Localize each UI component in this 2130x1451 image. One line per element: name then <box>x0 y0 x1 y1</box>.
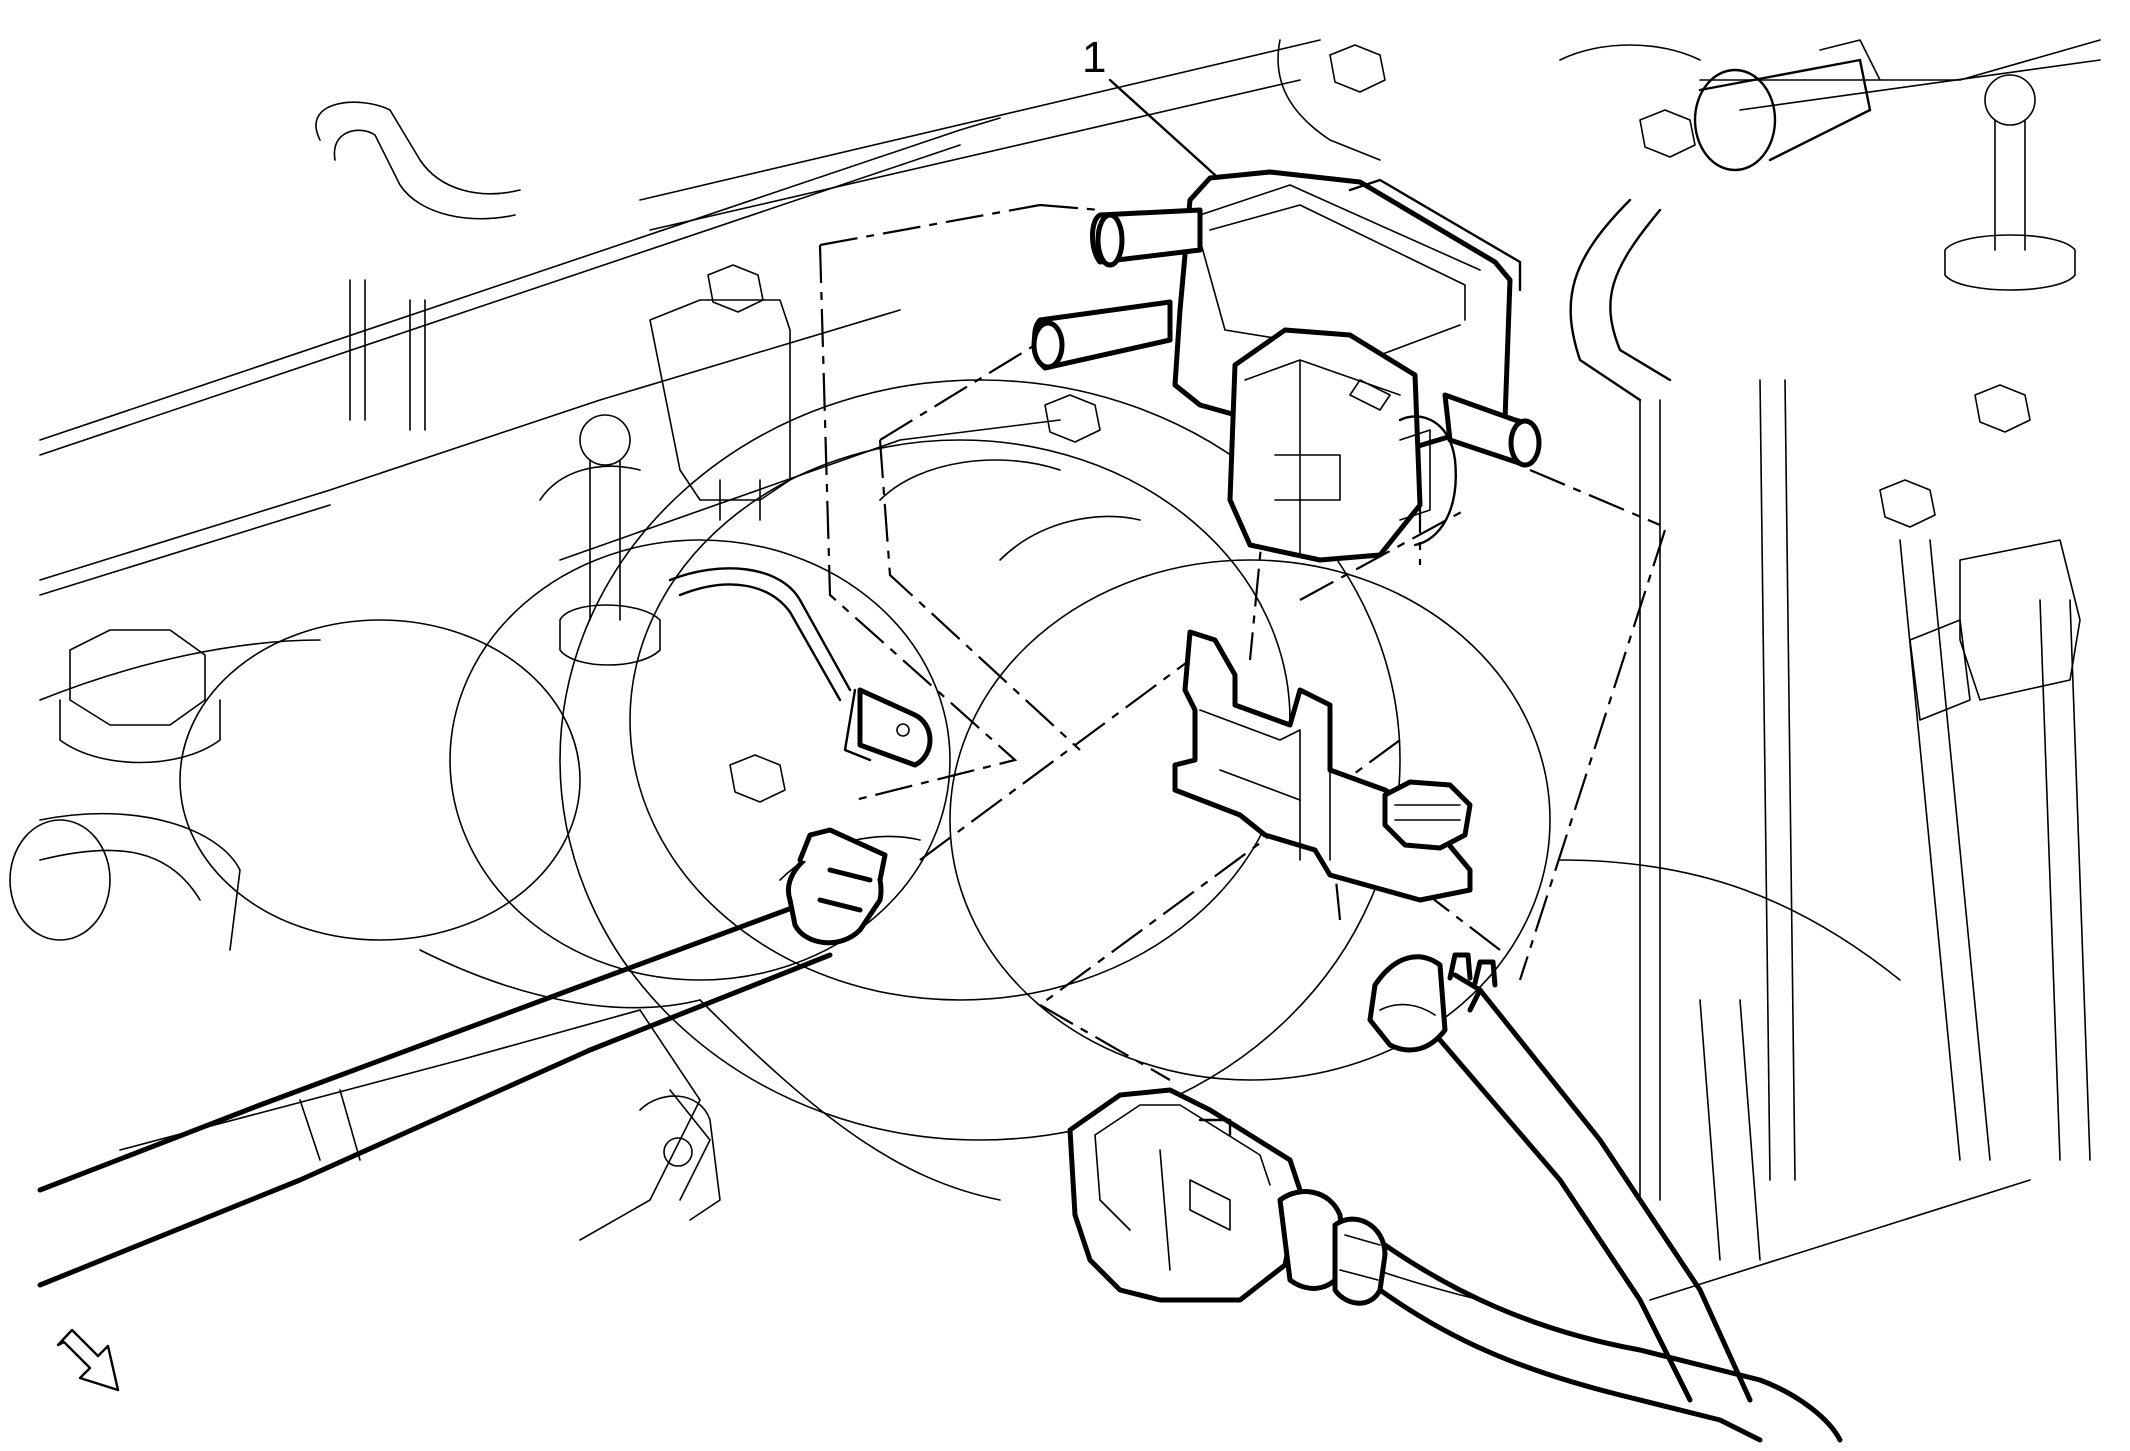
evap-hoses <box>37 567 1753 1403</box>
electrical-connector-harness <box>1067 1087 1843 1443</box>
callout-1: 1 <box>1082 33 1106 82</box>
foreground-components <box>1108 39 1881 402</box>
solenoid-mounting-bracket <box>1172 629 1473 903</box>
callout-1-label: 1 <box>1082 33 1106 82</box>
evap-purge-solenoid-valve <box>1031 169 1542 563</box>
front-direction-arrow-icon <box>56 1328 120 1392</box>
background-engine-linework <box>9 39 2101 1301</box>
